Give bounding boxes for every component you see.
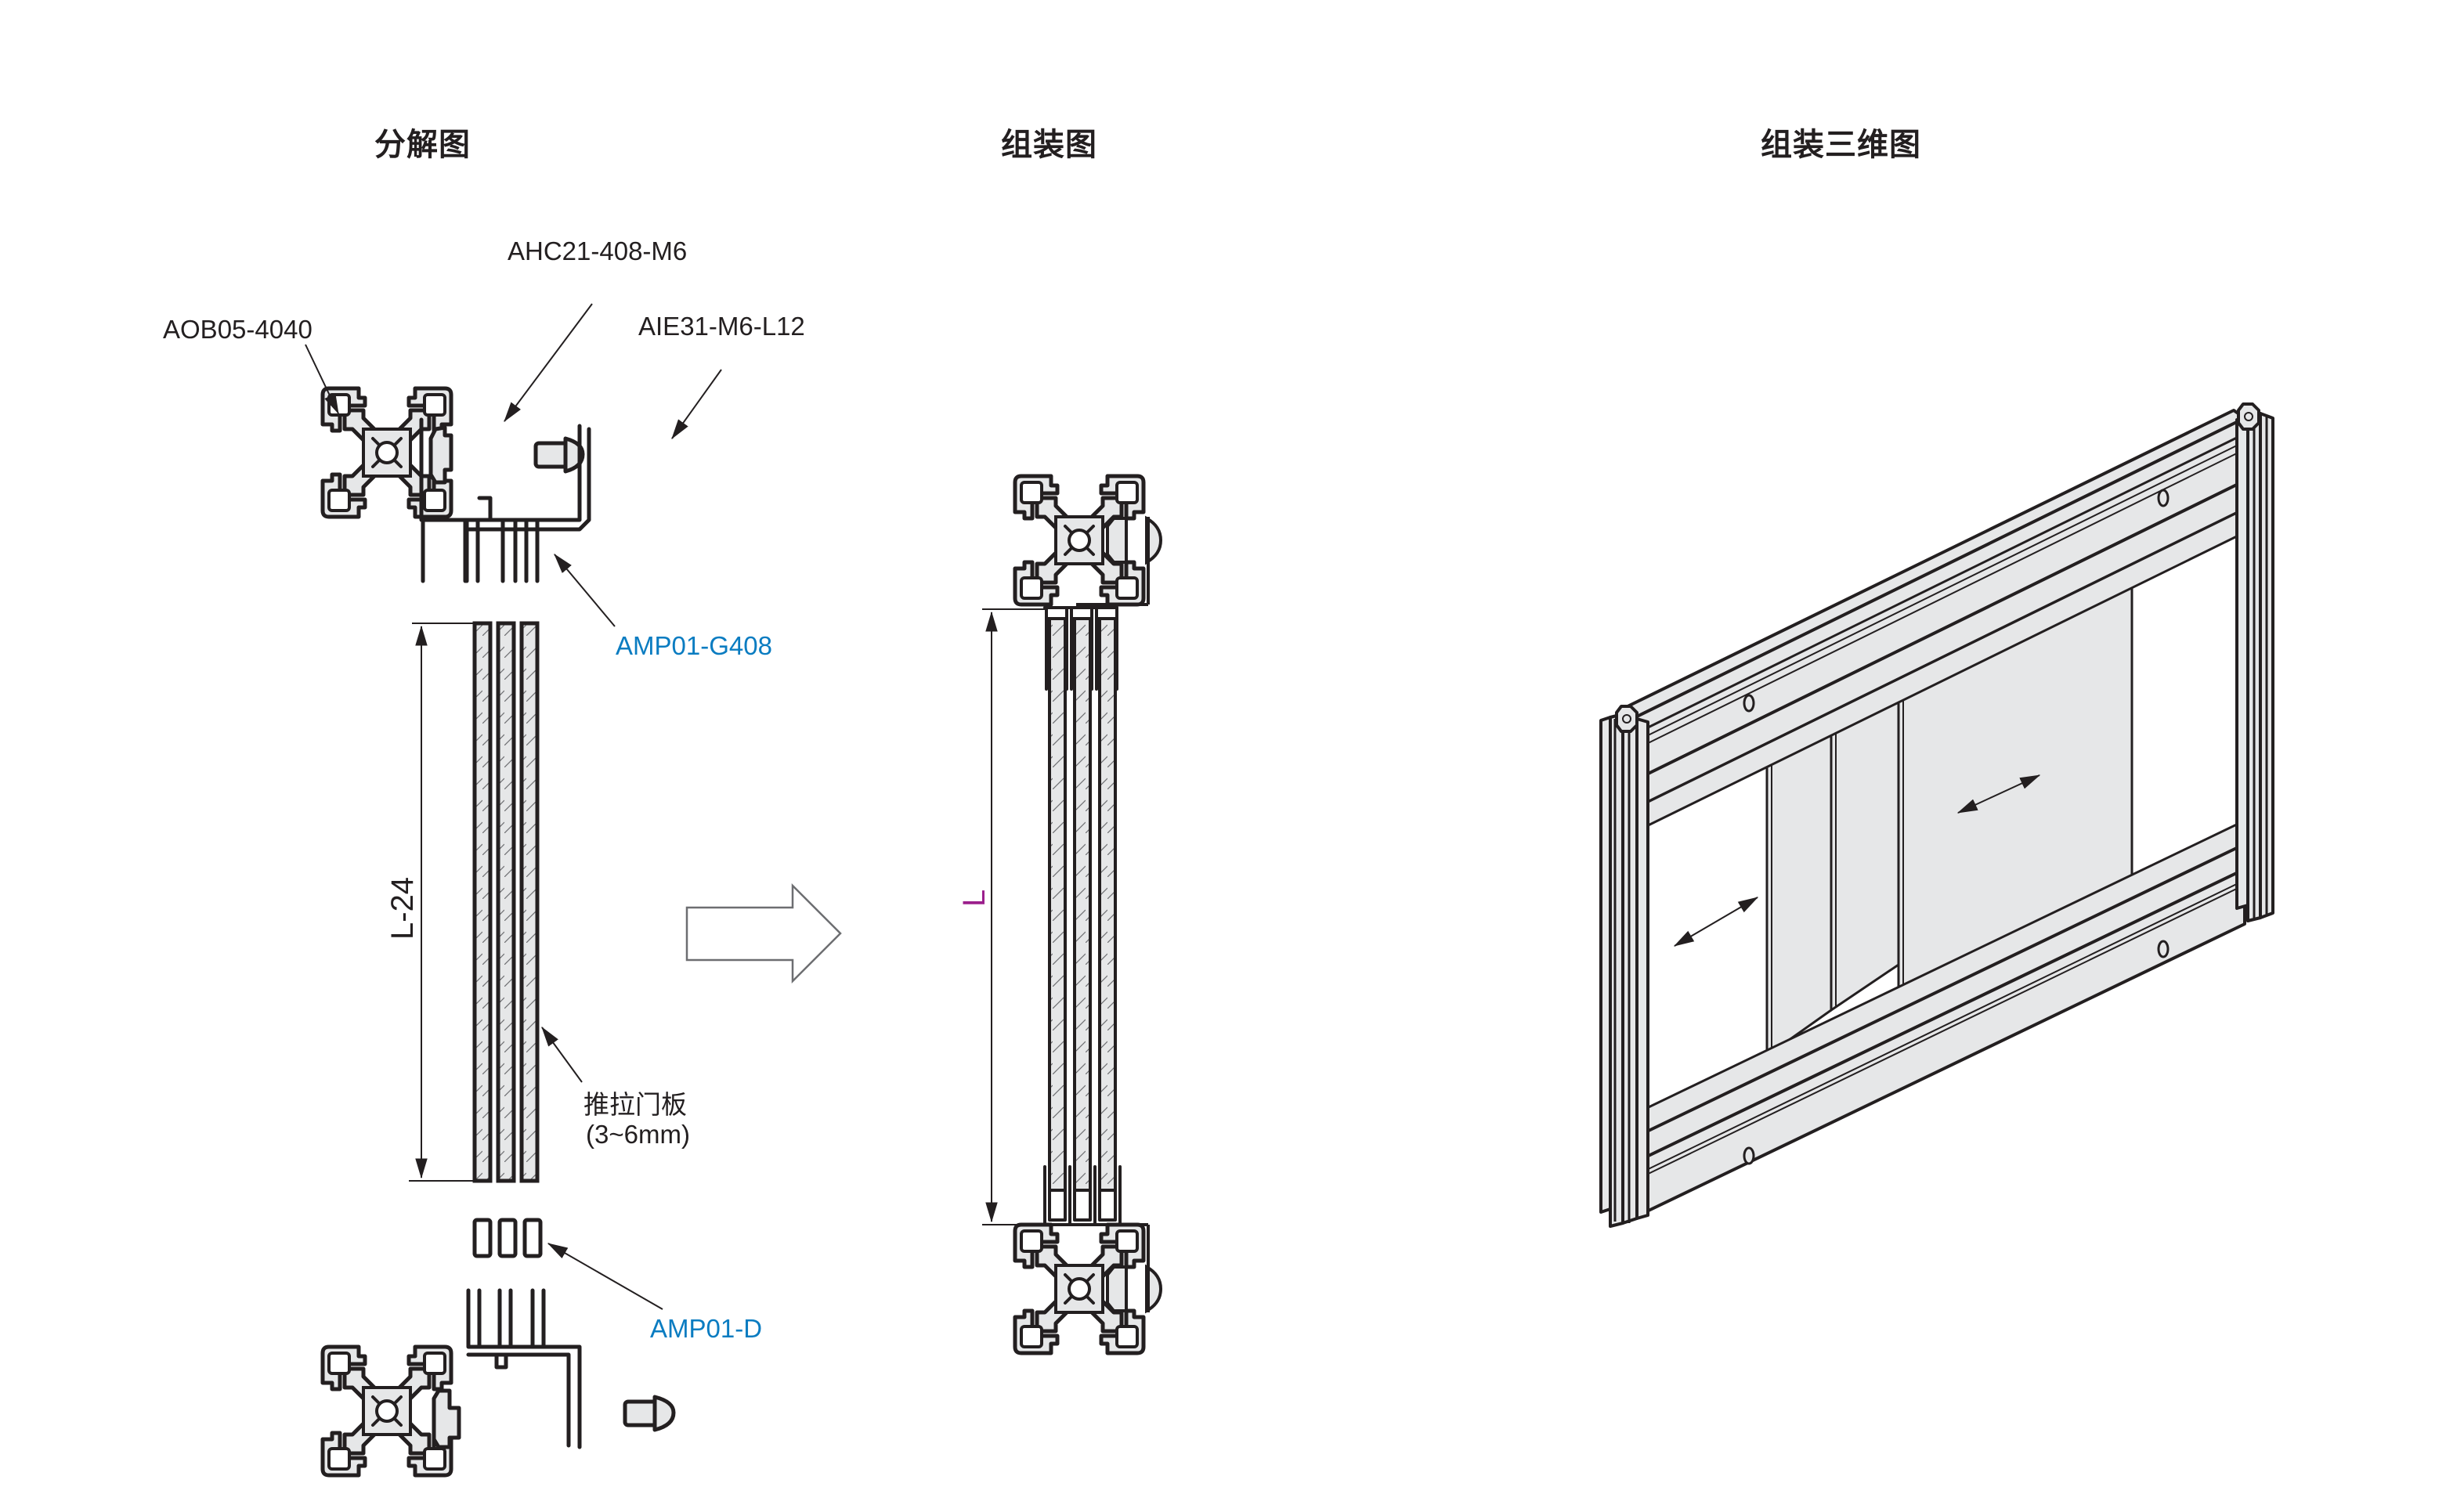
callout-profile: AOB05-4040 bbox=[163, 315, 313, 344]
bolt-head-3d bbox=[2157, 489, 2170, 507]
top-guide-rail bbox=[419, 417, 591, 583]
callout-bolt: AIE31-M6-L12 bbox=[638, 312, 805, 341]
callout-panel: 推拉门板 bbox=[583, 1089, 687, 1120]
callout-nut: AHC21-408-M6 bbox=[508, 236, 688, 265]
slide-direction-arrow bbox=[1956, 774, 2041, 814]
corner-cap-left bbox=[1615, 705, 1638, 733]
bolt-top bbox=[533, 436, 585, 474]
callout-panel-thickness: (3~6mm) bbox=[586, 1120, 690, 1149]
frame-3d bbox=[1599, 402, 2274, 1228]
sliding-panels-assembled bbox=[1048, 617, 1117, 1192]
bolt-head-3d bbox=[1743, 694, 1755, 713]
sliding-panels-exploded bbox=[472, 621, 540, 1183]
bolt-bottom bbox=[623, 1395, 676, 1432]
profile-bottom-assembled bbox=[1013, 1222, 1163, 1355]
profile-top-exploded bbox=[320, 386, 453, 519]
profile-bottom-exploded bbox=[320, 1344, 453, 1478]
t-nut-top bbox=[428, 425, 453, 485]
profile-top-assembled bbox=[1013, 474, 1163, 607]
bolt-head-3d bbox=[2157, 940, 2170, 958]
corner-cap-right bbox=[2237, 402, 2260, 431]
leader-lines bbox=[305, 303, 722, 1310]
dimension-line-panel-length bbox=[409, 623, 473, 1182]
callout-bottom-guide: AMP01-D bbox=[650, 1314, 763, 1343]
title-exploded-view: 分解图 bbox=[374, 127, 471, 163]
t-nut-bottom bbox=[432, 1388, 461, 1449]
title-3d-assembly-view: 组装三维图 bbox=[1761, 127, 1921, 163]
dimension-line-overall-length bbox=[982, 608, 1045, 1225]
bottom-guide-rail bbox=[466, 1288, 582, 1449]
bottom-end-caps bbox=[472, 1218, 543, 1258]
bolt-head-3d bbox=[1743, 1146, 1755, 1165]
title-assembly-view: 组装图 bbox=[1001, 127, 1097, 163]
callout-top-guide: AMP01-G408 bbox=[616, 631, 772, 660]
direction-arrow bbox=[685, 882, 842, 984]
slide-direction-arrow bbox=[1673, 897, 1759, 947]
